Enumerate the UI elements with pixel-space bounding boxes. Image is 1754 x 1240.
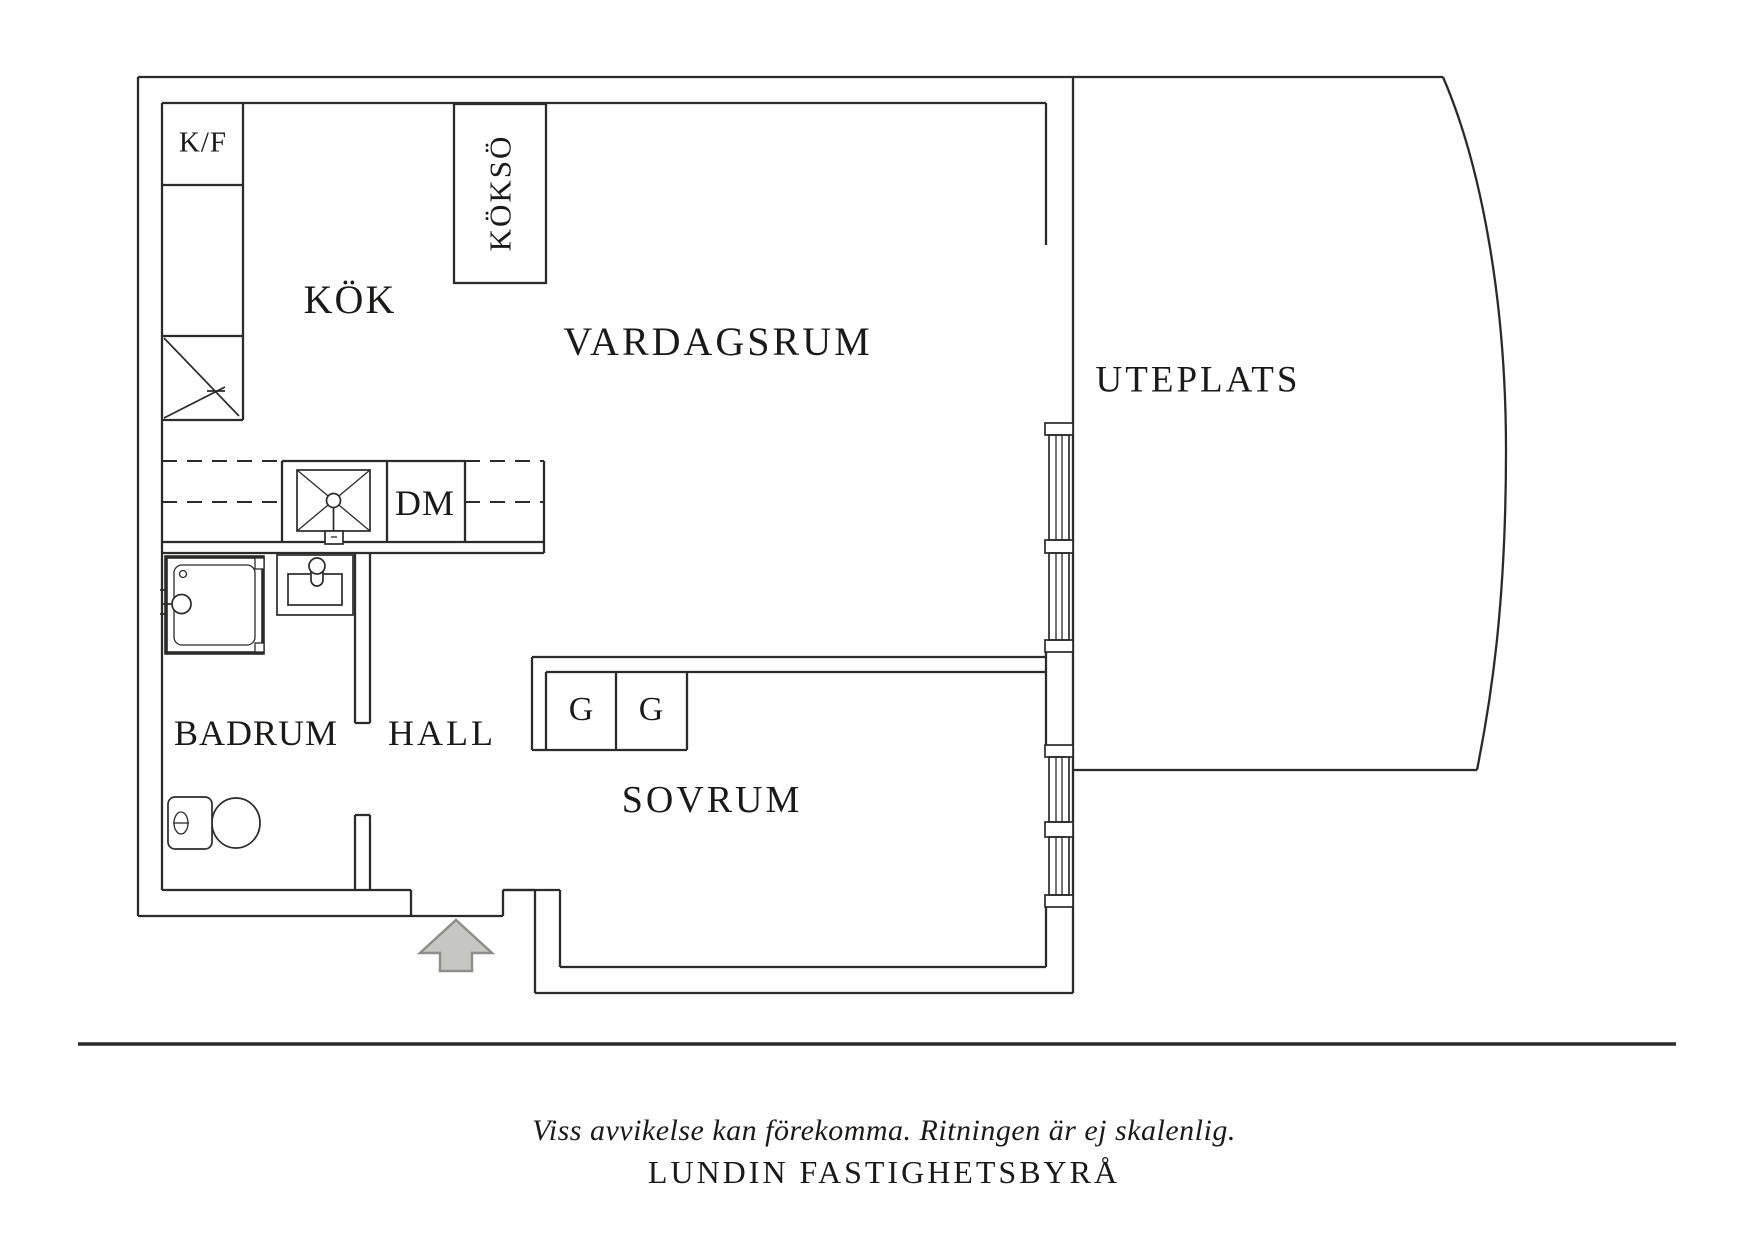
shower-icon xyxy=(160,555,265,655)
bathroom-walls xyxy=(353,553,372,890)
patio-curved-edge xyxy=(1441,76,1508,771)
inner-walls xyxy=(160,101,1048,969)
label-patio: UTEPLATS xyxy=(1095,359,1301,401)
label-wardrobe-right: G xyxy=(638,691,664,728)
kitchen-sink-icon xyxy=(296,469,371,545)
kitchen-island-box xyxy=(452,102,548,285)
label-kitchen-island: KÖKSÖ xyxy=(482,134,518,252)
kitchen-counter xyxy=(162,459,546,555)
tall-cabinet-zigzag-icon xyxy=(163,337,240,419)
label-living-room: VARDAGSRUM xyxy=(563,319,873,364)
kitchen-cabinets xyxy=(162,103,245,422)
label-fridge-freezer: K/F xyxy=(178,126,228,159)
toilet-icon xyxy=(167,796,261,850)
bedroom-walls xyxy=(530,655,1046,750)
label-hall: HALL xyxy=(388,713,496,753)
bathroom-door-jamb xyxy=(353,813,372,890)
wardrobe-icons xyxy=(532,672,689,752)
shower-door-knob xyxy=(171,593,192,615)
entrance-arrow-icon xyxy=(416,918,496,973)
washbasin-icon xyxy=(276,554,354,616)
window-icons xyxy=(1044,422,1074,908)
footer-agency-name: LUNDIN FASTIGHETSBYRÅ xyxy=(647,1154,1121,1190)
label-kitchen: KÖK xyxy=(303,277,397,322)
label-dishwasher: DM xyxy=(394,483,456,523)
label-bedroom: SOVRUM xyxy=(621,779,803,821)
footer-disclaimer: Viss avvikelse kan förekomma. Ritningen … xyxy=(532,1114,1236,1147)
label-bathroom: BADRUM xyxy=(173,713,339,753)
label-wardrobe-left: G xyxy=(568,691,594,728)
outer-walls xyxy=(136,75,1508,995)
